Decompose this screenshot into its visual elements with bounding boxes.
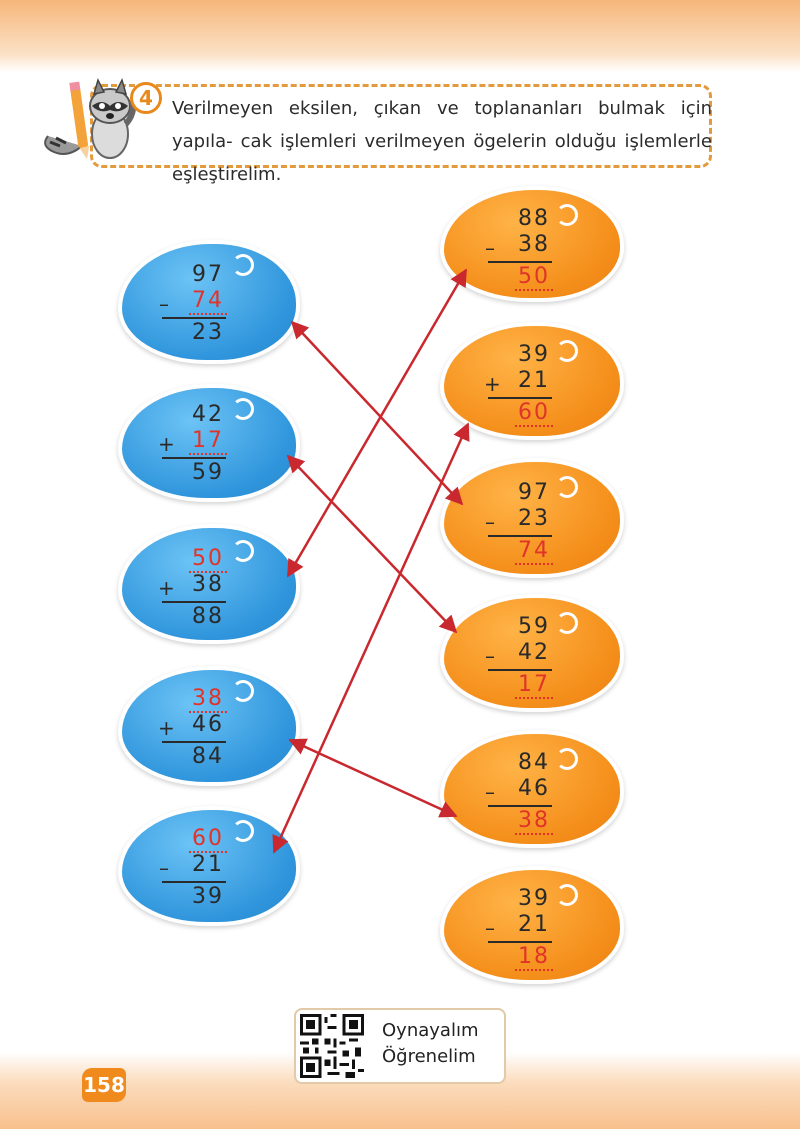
op-top-number: 39 xyxy=(518,886,550,911)
qr-label-line2: Öğrenelim xyxy=(382,1046,476,1067)
curl-decoration xyxy=(556,612,578,634)
op-line xyxy=(488,941,552,943)
op-answer: 18 xyxy=(515,944,553,971)
op-answer: 50 xyxy=(189,546,227,573)
question-number-badge: 4 xyxy=(130,82,162,114)
op-answer: 17 xyxy=(515,672,553,699)
op-line xyxy=(488,805,552,807)
op-sign: + xyxy=(158,716,177,740)
op-line xyxy=(162,457,226,459)
op-top-number: 97 xyxy=(518,480,550,505)
match-arrow-2 xyxy=(286,454,458,634)
op-answer: 74 xyxy=(515,538,553,565)
op-line xyxy=(162,741,226,743)
op-sign: – xyxy=(485,916,497,940)
op-middle-number: 21 xyxy=(518,368,550,393)
op-line xyxy=(162,317,226,319)
op-sign: – xyxy=(485,236,497,260)
match-arrow-3 xyxy=(286,268,468,578)
match-arrow-4 xyxy=(288,738,458,818)
op-line xyxy=(488,535,552,537)
op-sign: – xyxy=(159,856,171,880)
op-result: 59 xyxy=(192,460,224,485)
op-sign: – xyxy=(485,510,497,534)
op-top-number: 42 xyxy=(192,402,224,427)
raccoon-mascot-icon xyxy=(44,77,136,160)
op-middle-number: 38 xyxy=(192,572,224,597)
op-sign: + xyxy=(484,372,503,396)
op-answer: 38 xyxy=(189,686,227,713)
op-answer: 38 xyxy=(515,808,553,835)
curl-decoration xyxy=(232,540,254,562)
op-middle-number: 21 xyxy=(518,912,550,937)
curl-decoration xyxy=(556,748,578,770)
op-line xyxy=(488,397,552,399)
page-number: 158 xyxy=(82,1068,126,1102)
curl-decoration xyxy=(556,204,578,226)
right-operation-4 xyxy=(444,598,620,708)
op-result: 84 xyxy=(192,744,224,769)
match-arrow-5 xyxy=(272,422,470,854)
right-operation-6 xyxy=(444,870,620,980)
op-answer: 74 xyxy=(189,288,227,315)
op-line xyxy=(488,669,552,671)
op-answer: 50 xyxy=(515,264,553,291)
op-sign: – xyxy=(485,780,497,804)
top-band xyxy=(0,0,800,72)
op-middle-number: 42 xyxy=(518,640,550,665)
qr-code-icon[interactable] xyxy=(300,1014,364,1078)
curl-decoration xyxy=(232,680,254,702)
op-middle-number: 21 xyxy=(192,852,224,877)
op-sign: + xyxy=(158,576,177,600)
curl-decoration xyxy=(232,254,254,276)
left-operation-2 xyxy=(122,388,296,498)
right-operation-2 xyxy=(444,326,620,436)
op-top-number: 39 xyxy=(518,342,550,367)
op-line xyxy=(162,881,226,883)
instruction-box xyxy=(90,84,712,168)
right-operation-5 xyxy=(444,734,620,844)
op-middle-number: 46 xyxy=(518,776,550,801)
op-result: 39 xyxy=(192,884,224,909)
left-operation-4 xyxy=(122,670,296,782)
right-operation-3 xyxy=(444,462,620,574)
op-middle-number: 38 xyxy=(518,232,550,257)
curl-decoration xyxy=(556,884,578,906)
curl-decoration xyxy=(556,340,578,362)
op-line xyxy=(162,601,226,603)
curl-decoration xyxy=(556,476,578,498)
left-operation-5 xyxy=(122,810,296,922)
op-top-number: 59 xyxy=(518,614,550,639)
op-sign: – xyxy=(485,644,497,668)
right-operation-1 xyxy=(444,190,620,298)
op-top-number: 97 xyxy=(192,262,224,287)
left-operation-1 xyxy=(122,244,296,360)
curl-decoration xyxy=(232,820,254,842)
left-operation-3 xyxy=(122,528,296,640)
op-middle-number: 23 xyxy=(518,506,550,531)
instruction-text: Verilmeyen eksilen, çıkan ve toplananlar… xyxy=(172,98,712,185)
op-sign: + xyxy=(158,432,177,456)
op-result: 23 xyxy=(192,320,224,345)
qr-label-line1: Oynayalım xyxy=(382,1020,479,1041)
op-line xyxy=(488,261,552,263)
op-answer: 60 xyxy=(515,400,553,427)
op-answer: 60 xyxy=(189,826,227,853)
op-top-number: 84 xyxy=(518,750,550,775)
op-top-number: 88 xyxy=(518,206,550,231)
match-arrow-1 xyxy=(290,320,464,506)
qr-label: Oynayalım Öğrenelim xyxy=(382,1018,478,1070)
op-middle-number: 46 xyxy=(192,712,224,737)
op-answer: 17 xyxy=(189,428,227,455)
op-sign: – xyxy=(159,292,171,316)
curl-decoration xyxy=(232,398,254,420)
op-result: 88 xyxy=(192,604,224,629)
